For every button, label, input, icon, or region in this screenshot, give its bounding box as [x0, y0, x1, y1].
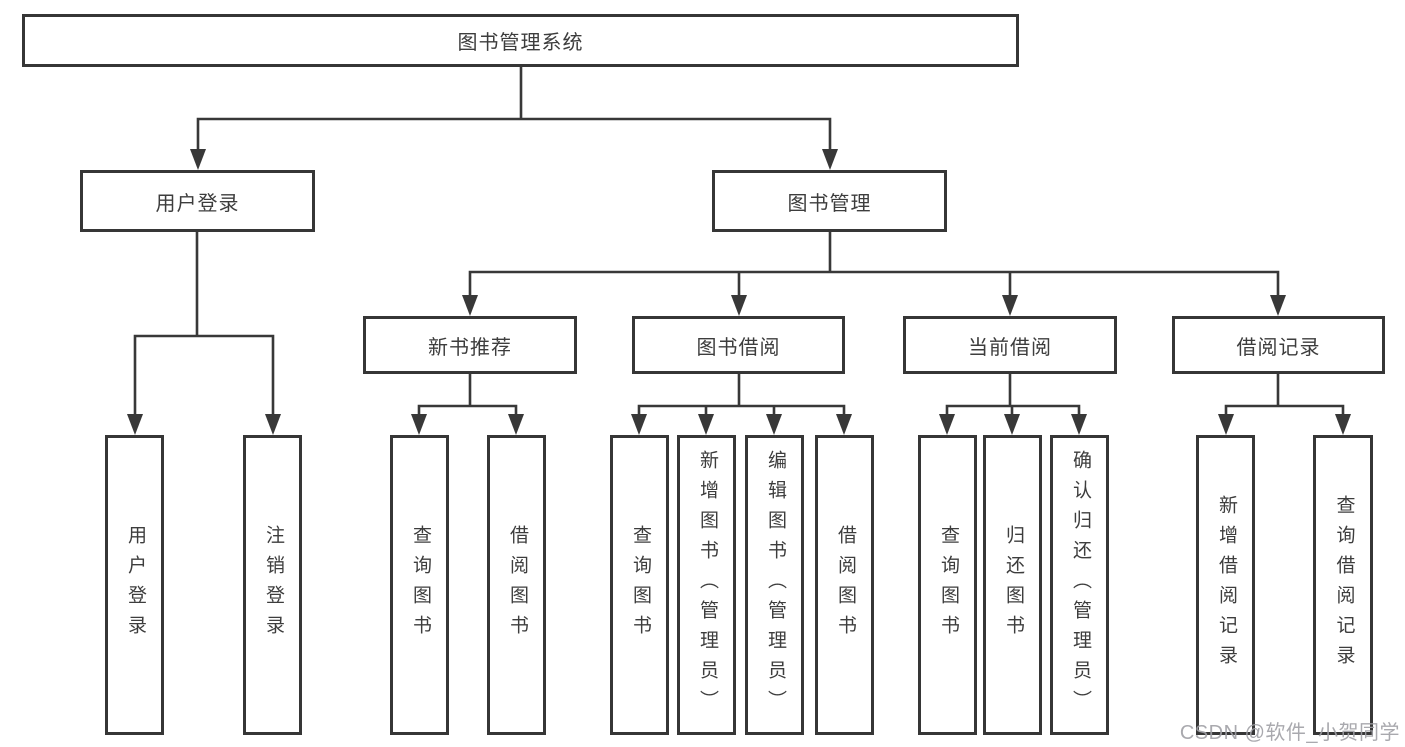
leaf-confirm-return-admin: 确认归还（管理员） [1050, 435, 1109, 735]
node-book-borrowing-label: 图书借阅 [696, 336, 781, 359]
leaf-current-query-books-label: 查询图书 [937, 525, 959, 645]
node-book-management: 图书管理 [712, 170, 947, 232]
leaf-borrowing-query-books: 查询图书 [610, 435, 669, 735]
leaf-user-login-label: 用户登录 [124, 525, 146, 645]
node-root-label: 图书管理系统 [457, 32, 584, 54]
node-book-management-label: 图书管理 [787, 192, 872, 215]
watermark: CSDN @软件_小贺同学 [1179, 722, 1400, 744]
leaf-confirm-return-admin-label: 确认归还（管理员） [1069, 450, 1091, 720]
node-user-login: 用户登录 [80, 170, 315, 232]
node-current-borrowing: 当前借阅 [903, 316, 1117, 374]
node-current-borrowing-label: 当前借阅 [968, 336, 1052, 359]
node-book-borrowing: 图书借阅 [632, 316, 845, 374]
leaf-add-borrow-record-label: 新增借阅记录 [1215, 495, 1237, 675]
leaf-logout-label: 注销登录 [262, 525, 284, 645]
leaf-borrow-books: 借阅图书 [815, 435, 874, 735]
leaf-return-books-label: 归还图书 [1002, 525, 1024, 645]
leaf-recommend-query-books: 查询图书 [390, 435, 449, 735]
leaf-recommend-borrow-books: 借阅图书 [487, 435, 546, 735]
leaf-current-query-books: 查询图书 [918, 435, 977, 735]
leaf-borrowing-query-books-label: 查询图书 [629, 525, 651, 645]
leaf-add-borrow-record: 新增借阅记录 [1196, 435, 1255, 735]
leaf-edit-books-admin-label: 编辑图书（管理员） [764, 450, 786, 720]
leaf-query-borrow-record-label: 查询借阅记录 [1333, 495, 1355, 675]
node-root: 图书管理系统 [22, 14, 1019, 67]
leaf-add-books-admin-label: 新增图书（管理员） [696, 450, 718, 720]
node-user-login-label: 用户登录 [155, 192, 240, 215]
leaf-user-login: 用户登录 [105, 435, 164, 735]
leaf-logout: 注销登录 [243, 435, 302, 735]
leaf-return-books: 归还图书 [983, 435, 1042, 735]
node-new-book-recommendation-label: 新书推荐 [428, 336, 512, 359]
leaf-add-books-admin: 新增图书（管理员） [677, 435, 736, 735]
node-borrowing-records: 借阅记录 [1172, 316, 1385, 374]
leaf-borrow-books-label: 借阅图书 [834, 525, 856, 645]
leaf-recommend-query-books-label: 查询图书 [409, 525, 431, 645]
leaf-edit-books-admin: 编辑图书（管理员） [745, 435, 804, 735]
leaf-recommend-borrow-books-label: 借阅图书 [506, 525, 528, 645]
node-new-book-recommendation: 新书推荐 [363, 316, 577, 374]
leaf-query-borrow-record: 查询借阅记录 [1313, 435, 1373, 735]
node-borrowing-records-label: 借阅记录 [1236, 336, 1321, 359]
